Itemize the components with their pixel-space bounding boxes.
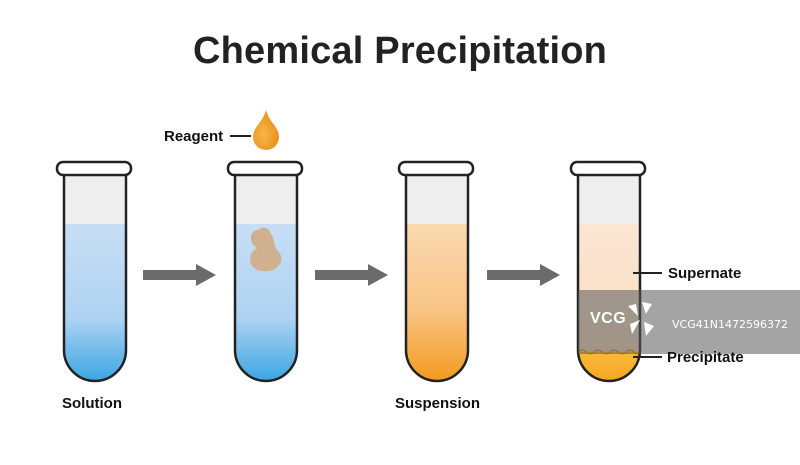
reagent-drop-icon [253, 110, 279, 150]
process-arrow-3 [487, 264, 560, 286]
reagent-label: Reagent [164, 128, 224, 145]
watermark-logo-icon [628, 302, 654, 336]
test-tube-suspension [397, 160, 475, 383]
test-tube-reagent-added [226, 160, 304, 383]
process-arrow-1 [143, 264, 216, 286]
precipitate-label: Precipitate [667, 349, 744, 366]
watermark-banner [578, 290, 800, 354]
watermark-id: VCG41N1472596372 [672, 318, 788, 331]
precipitate-cloud [250, 227, 282, 272]
watermark-logo: VCG [590, 310, 627, 327]
solution-label: Solution [62, 395, 122, 412]
diagram-title: Chemical Precipitation [192, 30, 608, 72]
supernate-label: Supernate [668, 265, 742, 282]
suspension-label: Suspension [395, 395, 481, 412]
process-arrow-2 [315, 264, 388, 286]
precipitate-layer [578, 350, 640, 381]
test-tube-solution [55, 160, 133, 383]
